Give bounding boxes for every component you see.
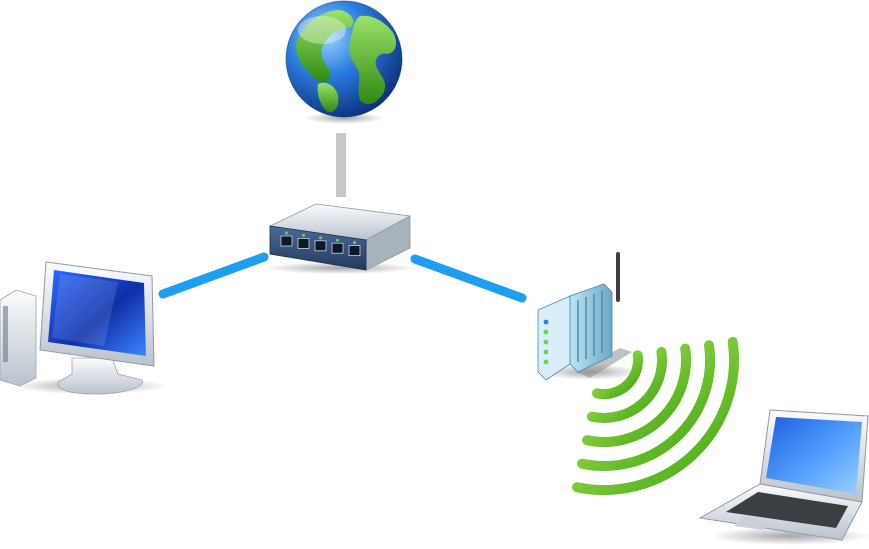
laptop-touchpad	[734, 516, 770, 530]
wifi-signal-arc-3	[582, 343, 691, 447]
links	[158, 133, 527, 303]
wireless-router-icon	[537, 252, 640, 381]
switch-ports	[280, 231, 361, 257]
router-led-5	[543, 359, 549, 365]
switch-port-2	[297, 237, 310, 249]
router-status-leds	[543, 319, 549, 365]
wifi-signal-arc-5	[572, 336, 739, 496]
wifi-signal-arc-2	[586, 346, 667, 423]
globe-land-europe-africa	[348, 15, 396, 105]
switch-port-5	[348, 245, 361, 257]
switch-port-3	[314, 240, 327, 252]
computer-tower	[0, 289, 37, 387]
wifi-signal-arc-1	[591, 350, 644, 399]
desktop-computer-icon	[0, 261, 168, 395]
monitor-stand	[57, 357, 143, 395]
router-side	[569, 283, 613, 373]
laptop-keyboard	[726, 492, 848, 528]
switch-port-1	[280, 235, 293, 247]
globe-icon	[285, 0, 403, 124]
router-front	[537, 295, 571, 381]
monitor-screen	[48, 270, 146, 356]
wifi-signal-icon	[572, 336, 739, 496]
router-vents	[577, 291, 603, 362]
switch-port-led-4	[336, 238, 339, 242]
switch-port-4	[331, 242, 344, 254]
router-led-4	[543, 349, 549, 355]
laptop-screen	[766, 417, 862, 494]
switch-port-led-5	[353, 241, 356, 245]
globe-land-south-america	[317, 82, 339, 113]
link-switch-router	[410, 254, 527, 303]
laptop-icon	[698, 409, 869, 545]
network-switch-icon	[264, 203, 416, 274]
link-switch-desktop	[158, 252, 269, 299]
router-led-3	[543, 339, 549, 345]
globe-land-north-america	[296, 10, 354, 83]
link-internet-switch	[336, 133, 346, 197]
wifi-signal-arc-4	[577, 340, 716, 471]
switch-port-led-2	[302, 233, 305, 237]
switch-port-led-3	[319, 236, 322, 240]
switch-port-led-1	[285, 231, 288, 235]
router-led-1	[543, 319, 549, 325]
router-led-2	[543, 329, 549, 335]
